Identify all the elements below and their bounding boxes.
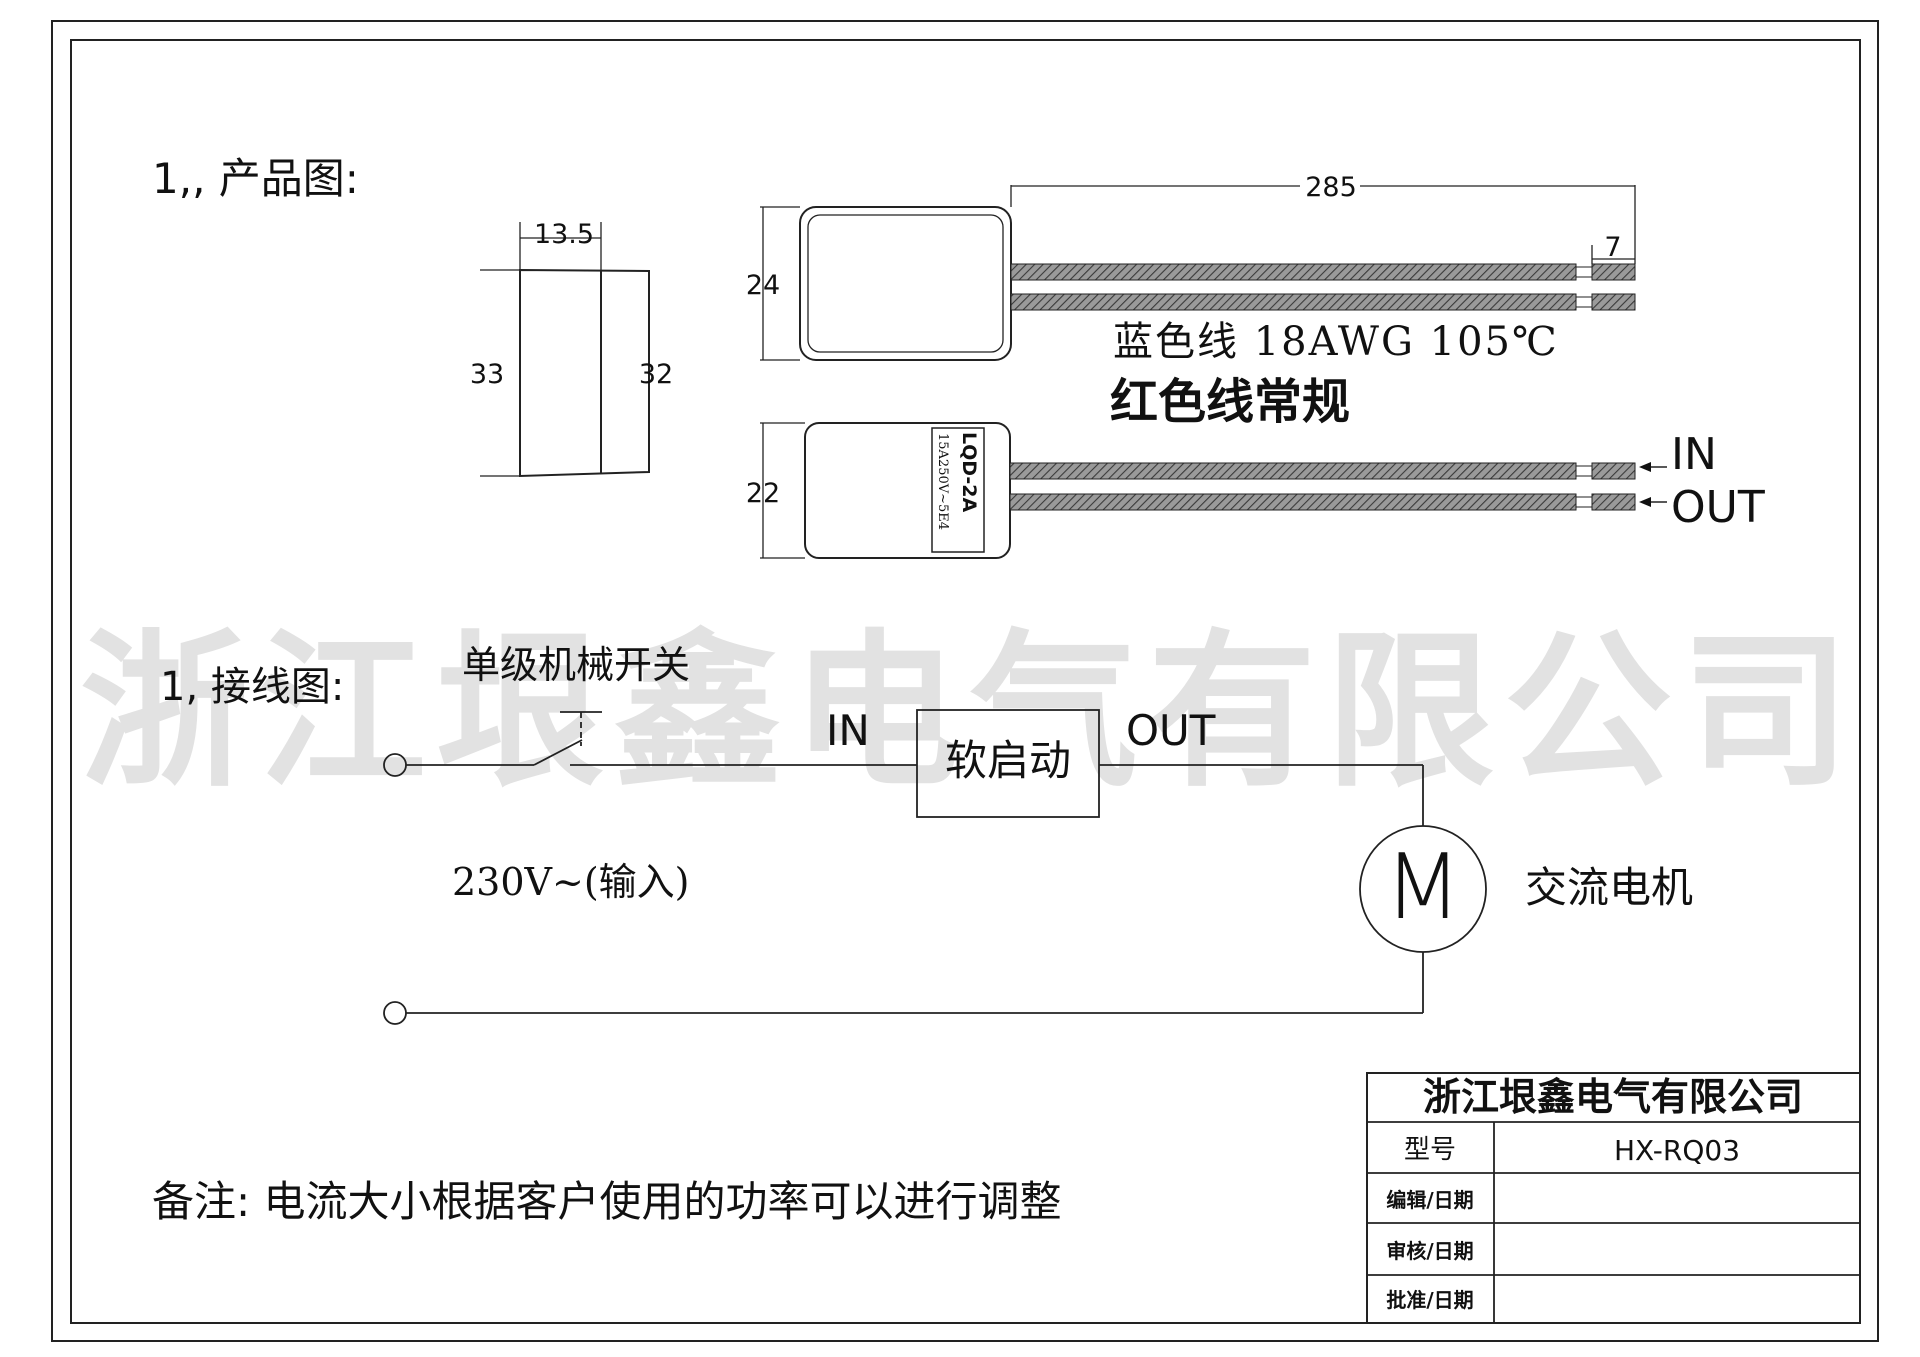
- dim-right-height: 32: [639, 359, 673, 390]
- dim-width-side: 13.5: [534, 219, 594, 250]
- wiring-out-label: OUT: [1126, 706, 1216, 755]
- soft-start-label: 软启动: [945, 736, 1071, 785]
- nameplate-model: LQD-2A: [958, 432, 980, 512]
- watermark: 浙江垠鑫电气有限公司: [80, 614, 1860, 810]
- side-view-body: [519, 268, 650, 478]
- title-edit-label: 编辑/日期: [1386, 1188, 1473, 1212]
- section-title-product: 1,, 产品图:: [152, 154, 359, 203]
- nameplate-rating: 15A250V~5E4: [935, 433, 950, 530]
- module-top-body: [799, 206, 1012, 361]
- outer-border: [51, 20, 1879, 1342]
- nameplate: [931, 427, 985, 553]
- dim-strip-length: 7: [1604, 232, 1621, 263]
- title-approve-label: 批准/日期: [1386, 1288, 1473, 1312]
- inner-border: [70, 39, 1861, 1324]
- section-title-wiring: 1, 接线图:: [160, 664, 344, 710]
- terminal-bottom: [383, 1001, 407, 1025]
- module-top: 24 285 7: [746, 172, 1636, 361]
- lead-out-label: OUT: [1671, 482, 1765, 533]
- wire-bottom-in: [1009, 462, 1577, 480]
- wire-top-1: [1010, 263, 1577, 281]
- wire-top-2-tip: [1591, 293, 1636, 311]
- switch-label: 单级机械开关: [462, 643, 690, 687]
- module-bottom-body: [804, 422, 1011, 559]
- lead-in-label: IN: [1671, 429, 1717, 480]
- dim-wire-length: 285: [1305, 172, 1357, 203]
- dim-bottom-body-height: 22: [746, 478, 780, 509]
- motor-letter: M: [1384, 835, 1462, 940]
- wire-spec: 蓝色线 18AWG 105℃: [1113, 319, 1559, 365]
- title-model-value: HX-RQ03: [1614, 1134, 1740, 1167]
- wiring-diagram: IN 软启动 OUT M 230V~(输入) 交流电机: [383, 706, 1693, 1025]
- title-review-label: 审核/日期: [1386, 1239, 1473, 1263]
- title-company: 浙江垠鑫电气有限公司: [1423, 1075, 1803, 1119]
- note: 备注: 电流大小根据客户使用的功率可以进行调整: [152, 1177, 1062, 1226]
- input-label: 230V~(输入): [452, 860, 689, 904]
- wire-bottom-out: [1009, 493, 1577, 511]
- dim-top-body-height: 24: [746, 270, 780, 301]
- dim-left-height: 33: [470, 359, 504, 390]
- title-block: 浙江垠鑫电气有限公司 型号 HX-RQ03 编辑/日期 审核/日期 批准/日期: [1366, 1072, 1861, 1324]
- wire-top-2: [1010, 293, 1577, 311]
- title-model-label: 型号: [1404, 1135, 1456, 1165]
- side-view: 13.5 33 32: [470, 219, 673, 478]
- wire-top-1-tip: [1591, 263, 1636, 281]
- wiring-in-label: IN: [826, 706, 870, 755]
- motor-label: 交流电机: [1525, 863, 1693, 912]
- wire-color-note: 红色线常规: [1110, 374, 1350, 430]
- module-bottom: LQD-2A 15A250V~5E4 22 IN OUT: [746, 422, 1765, 559]
- switch-blade: [533, 739, 583, 766]
- soft-start-box: [916, 709, 1100, 818]
